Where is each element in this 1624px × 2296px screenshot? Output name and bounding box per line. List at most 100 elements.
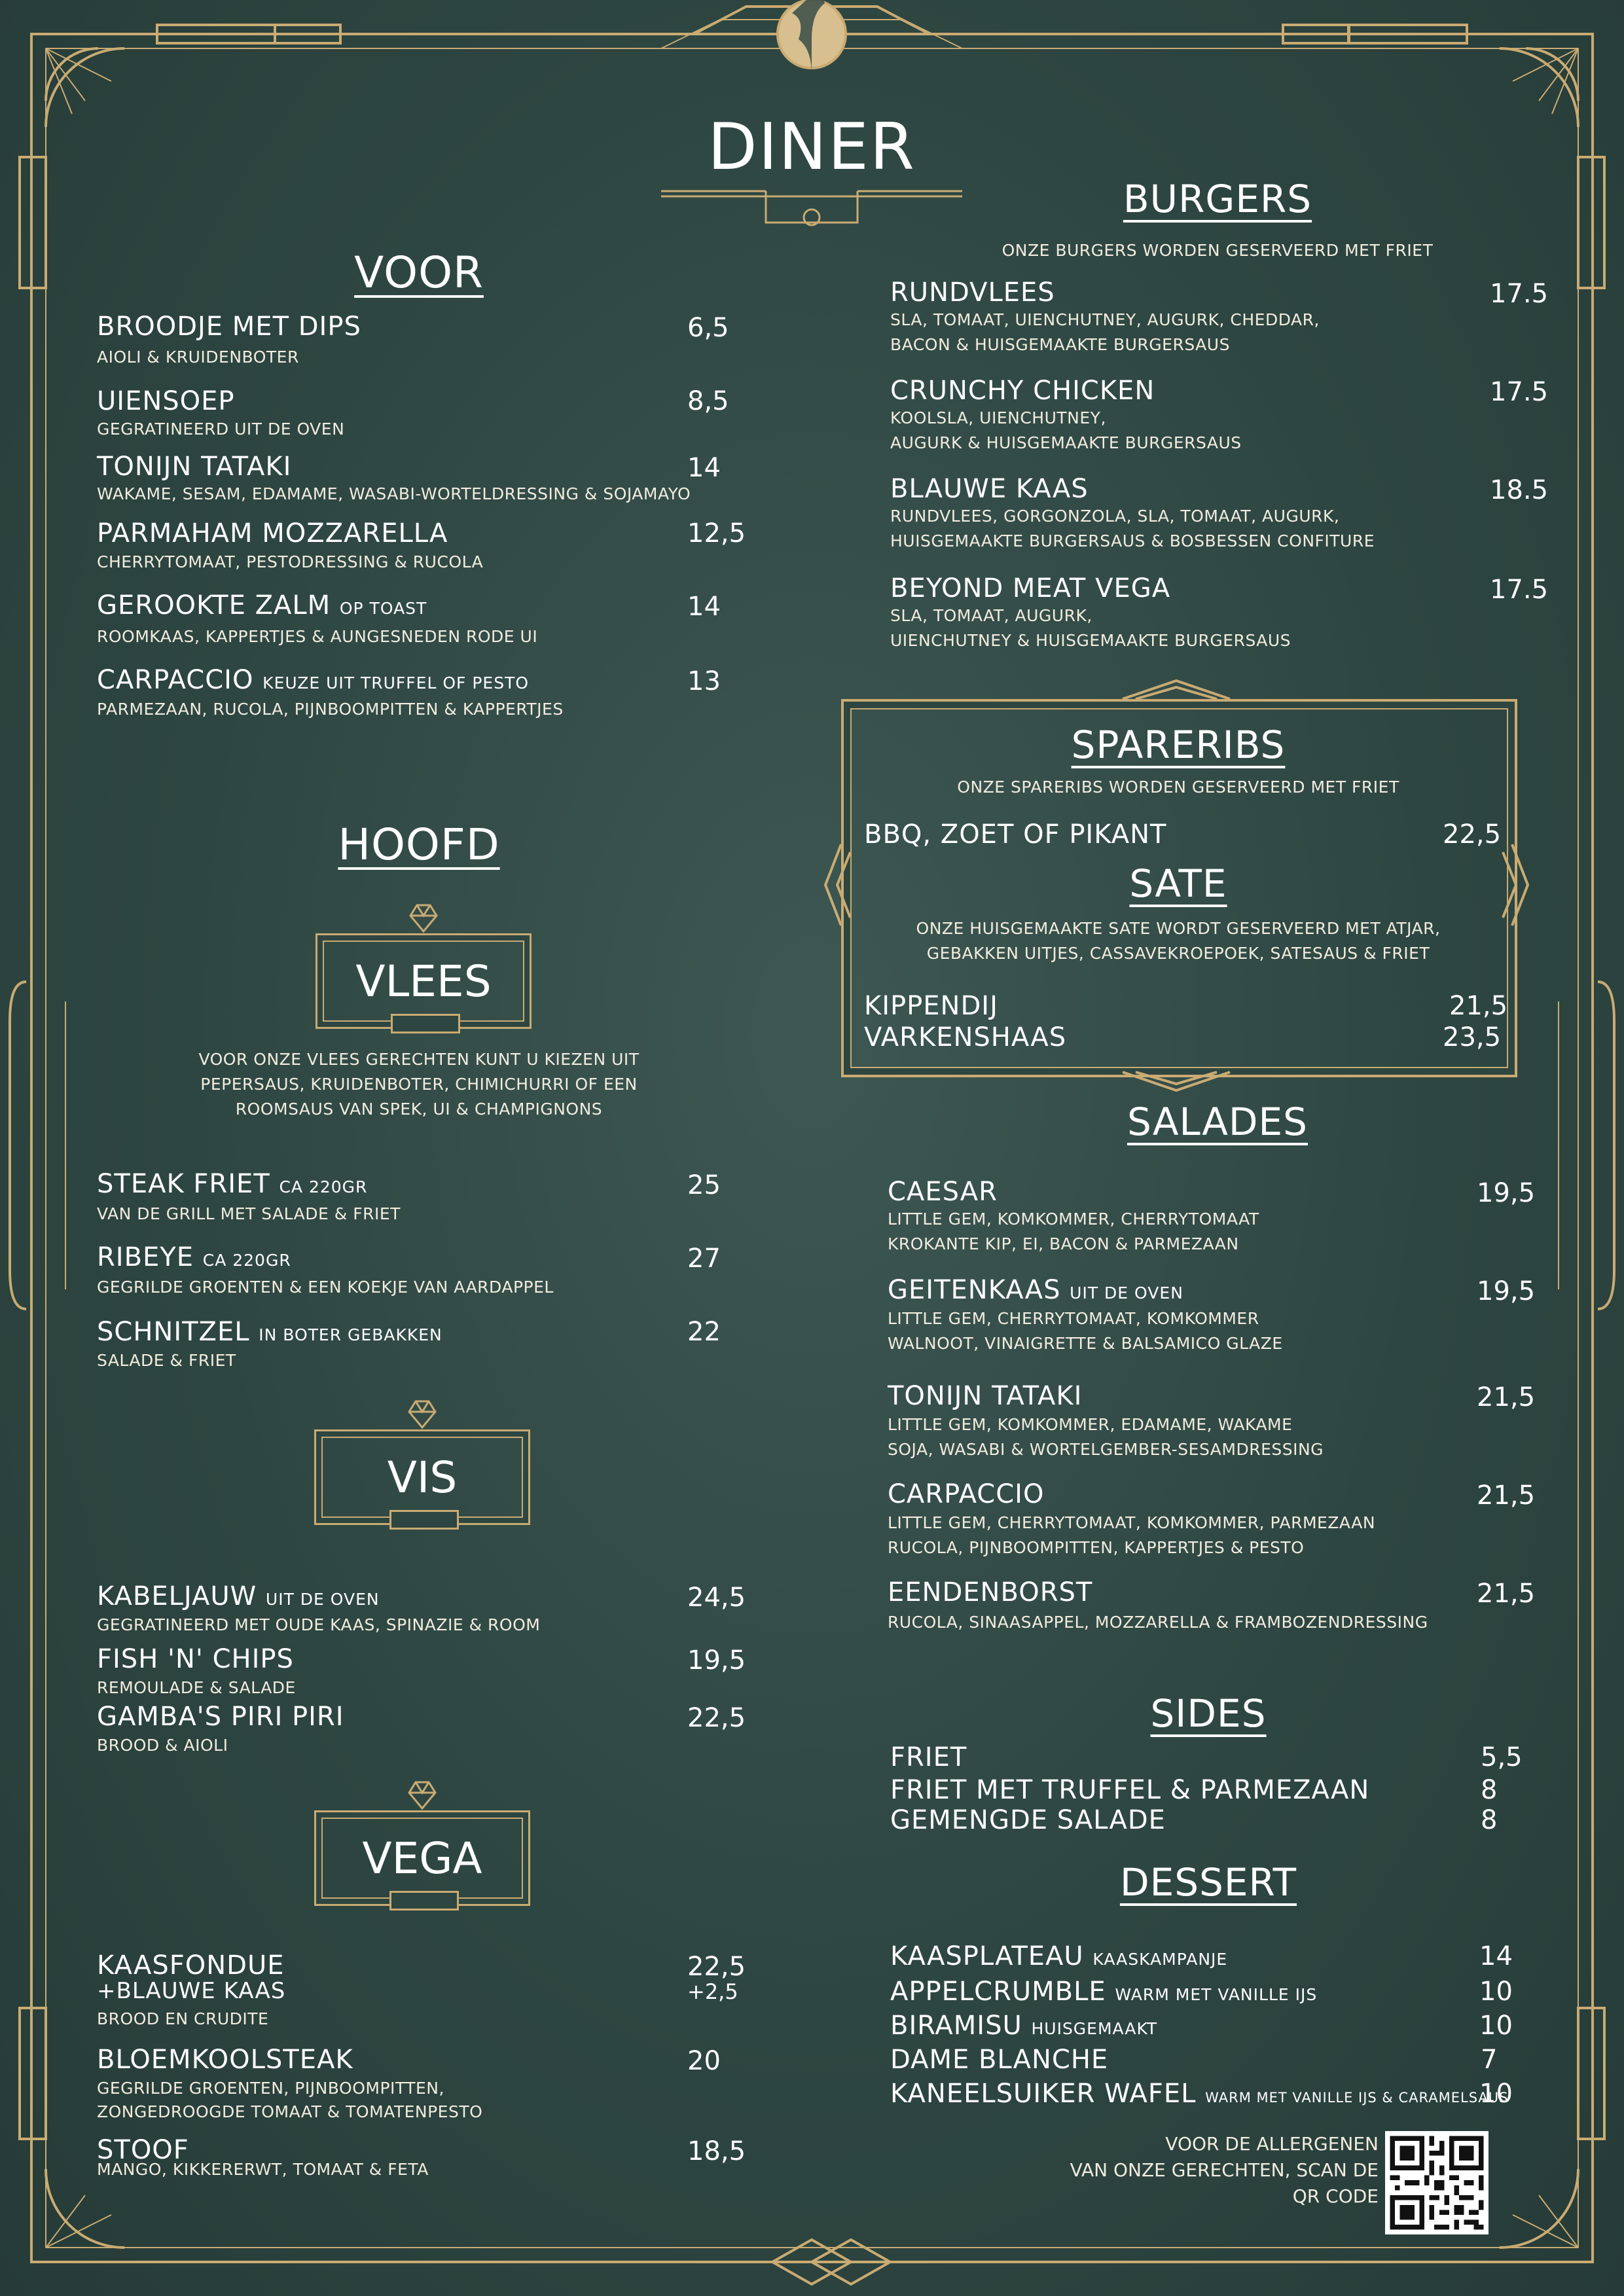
menu-item-name: GAMBA'S PIRI PIRI <box>97 1702 344 1732</box>
menu-item-note: CA 220GR <box>202 1251 291 1270</box>
menu-item-price: 18,5 <box>687 2136 746 2166</box>
badge-vega: VEGA <box>314 1781 530 1910</box>
menu-item-title: KANEELSUIKER WAFEL <box>890 2079 1197 2109</box>
menu-item-name: KABELJAUW UIT DE OVEN <box>97 1581 380 1611</box>
menu-item-price: 13 <box>687 666 721 696</box>
menu-item-name: BEYOND MEAT VEGA <box>890 573 1171 603</box>
menu-item-price: 27 <box>687 1244 721 1274</box>
section-title-sides: SIDES <box>1150 1691 1267 1736</box>
menu-item-desc: PARMEZAAN, RUCOLA, PIJNBOOMPITTEN & KAPP… <box>97 700 564 719</box>
vlees-note: VOOR ONZE VLEES GERECHTEN KUNT U KIEZEN … <box>157 1047 681 1122</box>
menu-item-name: BLAUWE KAAS <box>890 474 1089 504</box>
menu-title: DINER <box>708 110 916 185</box>
menu-item-price: 24,5 <box>687 1583 746 1613</box>
badge-bar <box>391 1014 460 1033</box>
crown-ornament-icon <box>409 904 438 933</box>
menu-item-price: 25 <box>687 1170 721 1200</box>
box-side-ornaments <box>823 679 1530 1092</box>
sate-note: ONZE HUISGEMAAKTE SATE WORDT GESERVEERD … <box>877 916 1479 966</box>
menu-item-price: 17.5 <box>1490 279 1549 309</box>
menu-item-note: UIT DE OVEN <box>1070 1283 1183 1302</box>
menu-item-desc: RUNDVLEES, GORGONZOLA, SLA, TOMAAT, AUGU… <box>890 507 1340 526</box>
allergen-line: QR CODE <box>1292 2185 1379 2207</box>
section-title-voor: VOOR <box>354 247 484 298</box>
menu-item-desc: WALNOOT, VINAIGRETTE & BALSAMICO GLAZE <box>888 1334 1283 1353</box>
menu-item-name: CARPACCIO <box>888 1479 1045 1509</box>
menu-item-desc: SOJA, WASABI & WORTELGEMBER-SESAMDRESSIN… <box>888 1440 1324 1459</box>
menu-item-desc: RUCOLA, PIJNBOOMPITTEN, KAPPERTJES & PES… <box>888 1538 1305 1557</box>
menu-item-price: 22,5 <box>1443 819 1502 850</box>
menu-item-price: 19,5 <box>687 1645 746 1676</box>
allergen-line: VOOR DE ALLERGENEN <box>1165 2133 1379 2155</box>
menu-item-desc: BACON & HUISGEMAAKTE BURGERSAUS <box>890 335 1230 354</box>
menu-item-desc: BROOD & AIOLI <box>97 1736 228 1755</box>
menu-item-note: WARM MET VANILLE IJS & CARAMELSAUS <box>1205 2090 1509 2106</box>
badge-vlees: VLEES <box>316 904 532 1033</box>
allergen-line: VAN ONZE GERECHTEN, SCAN DE <box>1070 2159 1379 2181</box>
menu-item-name: EENDENBORST <box>888 1577 1093 1607</box>
menu-item-name: UIENSOEP <box>97 386 235 416</box>
menu-item-name: RIBEYE CA 220GR <box>97 1242 291 1272</box>
menu-item-price: 22 <box>687 1317 721 1347</box>
menu-item-desc: HUISGEMAAKTE BURGERSAUS & BOSBESSEN CONF… <box>890 531 1375 550</box>
faces-vase-logo-icon <box>778 0 846 68</box>
menu-item-note: IN BOTER GEBAKKEN <box>259 1325 442 1344</box>
note-line: PEPERSAUS, KRUIDENBOTER, CHIMICHURRI OF … <box>200 1075 638 1094</box>
menu-item-note: HUISGEMAAKT <box>1031 2019 1158 2038</box>
menu-item-title: RIBEYE <box>97 1242 194 1272</box>
menu-item-price: 21,5 <box>1477 1382 1536 1412</box>
menu-item-name: KAASPLATEAU KAASKAMPANJE <box>890 1941 1227 1971</box>
menu-item-title: APPELCRUMBLE <box>890 1977 1106 2007</box>
badge-bar <box>389 1891 459 1910</box>
menu-item-title: GEITENKAAS <box>888 1275 1061 1305</box>
menu-item-name: TONIJN TATAKI <box>97 452 292 482</box>
menu-item-price: 10 <box>1479 2079 1513 2109</box>
menu-item-desc: REMOULADE & SALADE <box>97 1678 296 1697</box>
menu-item-price: 17.5 <box>1490 377 1549 407</box>
menu-item-desc: RUCOLA, SINAASAPPEL, MOZZARELLA & FRAMBO… <box>888 1613 1428 1632</box>
section-title-hoofd: HOOFD <box>338 819 500 870</box>
menu-item-price: 23,5 <box>1443 1022 1502 1052</box>
menu-item-price: 21,5 <box>1449 991 1508 1021</box>
burgers-note: ONZE BURGERS WORDEN GESERVEERD MET FRIET <box>1001 241 1434 260</box>
menu-item-name: DAME BLANCHE <box>890 2045 1109 2075</box>
menu-item-price: 14 <box>1479 1941 1513 1971</box>
menu-item-name: GEROOKTE ZALM OP TOAST <box>97 590 427 620</box>
qr-code-icon[interactable] <box>1385 2131 1489 2234</box>
menu-item-name: FRIET MET TRUFFEL & PARMEZAAN <box>890 1775 1370 1805</box>
note-line: ONZE HUISGEMAAKTE SATE WORDT GESERVEERD … <box>916 919 1441 938</box>
menu-item-title: KAASPLATEAU <box>890 1941 1084 1971</box>
menu-item-desc: GEGRATINEERD UIT DE OVEN <box>97 420 345 439</box>
menu-item-price: 22,5 <box>687 1952 746 1982</box>
menu-item-title: STEAK FRIET <box>97 1169 270 1199</box>
menu-item-title: SCHNITZEL <box>97 1317 250 1347</box>
menu-item-name: KIPPENDIJ <box>864 991 998 1021</box>
section-title-spareribs: SPARERIBS <box>1071 723 1286 767</box>
allergen-note: VOOR DE ALLERGENEN VAN ONZE GERECHTEN, S… <box>1021 2131 1379 2210</box>
menu-item-price: 12,5 <box>687 518 746 548</box>
menu-item-price: 20 <box>687 2046 721 2076</box>
menu-item-name: BLOEMKOOLSTEAK <box>97 2045 353 2075</box>
menu-item-price: 14 <box>687 453 721 483</box>
menu-item-name: APPELCRUMBLE WARM MET VANILLE IJS <box>890 1977 1317 2007</box>
menu-item-price: 21,5 <box>1477 1579 1536 1609</box>
menu-item-price: 6,5 <box>687 313 729 343</box>
badge-label: VIS <box>387 1452 458 1503</box>
menu-item-desc: SLA, TOMAAT, AUGURK, <box>890 606 1092 625</box>
menu-item-desc: LITTLE GEM, KOMKOMMER, EDAMAME, WAKAME <box>888 1415 1293 1434</box>
menu-item-price: 14 <box>687 592 721 622</box>
menu-item-desc: UIENCHUTNEY & HUISGEMAAKTE BURGERSAUS <box>890 631 1291 650</box>
menu-item-name: GEMENGDE SALADE <box>890 1805 1166 1835</box>
menu-item-name: GEITENKAAS UIT DE OVEN <box>888 1275 1183 1305</box>
menu-item-name: BIRAMISU HUISGEMAAKT <box>890 2011 1157 2041</box>
menu-item-price: 18.5 <box>1490 475 1549 505</box>
menu-item-name: BBQ, ZOET OF PIKANT <box>864 819 1167 850</box>
spareribs-note: ONZE SPARERIBS WORDEN GESERVEERD MET FRI… <box>957 778 1399 797</box>
menu-item-price: 5,5 <box>1481 1742 1523 1772</box>
section-title-salades: SALADES <box>1127 1100 1308 1144</box>
menu-item-name: KANEELSUIKER WAFEL WARM MET VANILLE IJS … <box>890 2079 1508 2109</box>
menu-item-desc: ZONGEDROOGDE TOMAAT & TOMATENPESTO <box>97 2102 483 2121</box>
menu-item-name: CARPACCIO KEUZE UIT TRUFFEL OF PESTO <box>97 665 529 695</box>
menu-item-desc: WAKAME, SESAM, EDAMAME, WASABI-WORTELDRE… <box>97 484 691 503</box>
menu-item-note: UIT DE OVEN <box>265 1590 380 1609</box>
